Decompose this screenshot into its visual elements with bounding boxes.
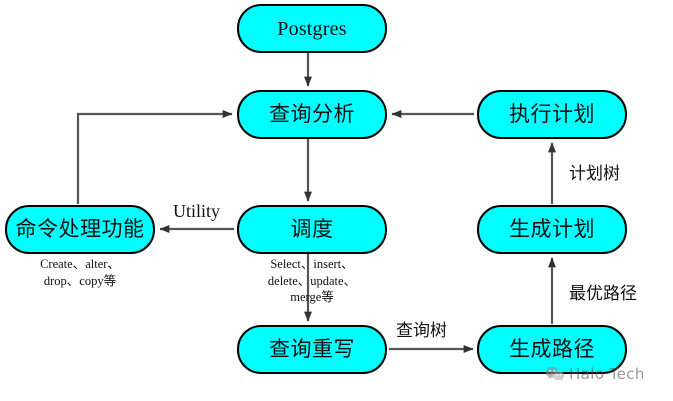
- node-generate-plan[interactable]: 生成计划: [477, 205, 627, 254]
- watermark-text: Halo Tech: [569, 364, 645, 383]
- node-postgres[interactable]: Postgres: [237, 4, 387, 53]
- node-execution-plan-label: 执行计划: [509, 102, 595, 126]
- edge-utilitycmd-to-parse: [76, 110, 233, 204]
- node-generate-plan-label: 生成计划: [509, 217, 595, 241]
- node-postgres-label: Postgres: [277, 17, 347, 40]
- node-command-processing-label: 命令处理功能: [15, 217, 145, 241]
- edge-label-plan-tree: 计划树: [569, 164, 620, 183]
- node-command-processing[interactable]: 命令处理功能: [5, 205, 155, 254]
- node-query-analysis-label: 查询分析: [269, 102, 355, 126]
- edge-label-utility: Utility: [173, 201, 221, 221]
- edge-label-query-tree: 查询树: [396, 321, 447, 340]
- node-dispatch-label: 调度: [290, 217, 334, 241]
- node-query-rewrite-label: 查询重写: [269, 337, 355, 361]
- node-generate-path-label: 生成路径: [509, 337, 595, 361]
- watermark: Halo Tech: [545, 366, 645, 382]
- node-execution-plan[interactable]: 执行计划: [477, 90, 627, 139]
- caption-command-processing: Create、alter、drop、copy等: [40, 257, 120, 288]
- wechat-icon: [545, 366, 565, 382]
- node-query-analysis[interactable]: 查询分析: [237, 90, 387, 139]
- edge-label-best-path: 最优路径: [569, 284, 637, 303]
- node-dispatch[interactable]: 调度: [237, 205, 387, 254]
- node-query-rewrite[interactable]: 查询重写: [237, 325, 387, 374]
- caption-dispatch: Select、insert、delete、update、merge等: [267, 257, 357, 304]
